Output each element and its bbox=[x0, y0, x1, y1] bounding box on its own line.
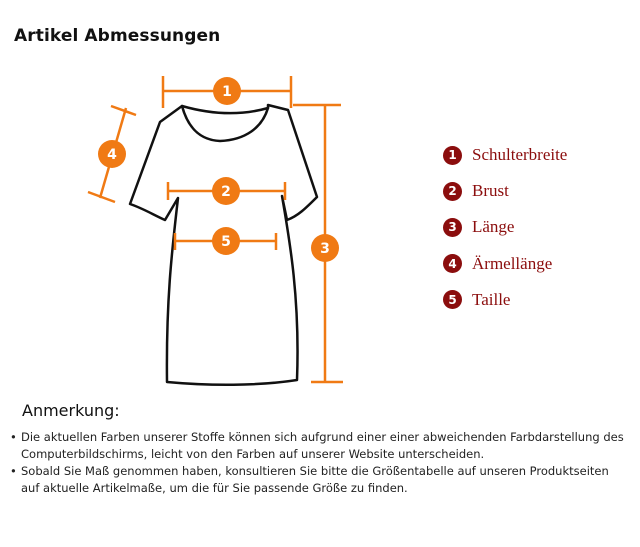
legend-number-badge: 4 bbox=[443, 254, 462, 274]
legend-item-schulterbreite: 1 Schulterbreite bbox=[443, 144, 567, 166]
measurement-legend: 1 Schulterbreite 2 Brust 3 Länge 4 Ärmel… bbox=[443, 144, 567, 325]
legend-number-badge: 5 bbox=[443, 290, 462, 310]
legend-label: Brust bbox=[472, 181, 509, 201]
legend-number-badge: 3 bbox=[443, 217, 462, 237]
svg-text:5: 5 bbox=[221, 234, 231, 250]
legend-item-taille: 5 Taille bbox=[443, 289, 567, 311]
legend-item-brust: 2 Brust bbox=[443, 180, 567, 202]
note-item: • Sobald Sie Maß genommen haben, konsult… bbox=[10, 463, 630, 496]
legend-item-aermellaenge: 4 Ärmellänge bbox=[443, 253, 567, 275]
legend-label: Taille bbox=[472, 289, 511, 309]
note-list: • Die aktuellen Farben unserer Stoffe kö… bbox=[10, 429, 630, 497]
legend-label: Länge bbox=[472, 217, 515, 237]
note-text: Die aktuellen Farben unserer Stoffe könn… bbox=[21, 430, 624, 461]
note-item: • Die aktuellen Farben unserer Stoffe kö… bbox=[10, 429, 630, 462]
bullet-icon: • bbox=[10, 464, 17, 478]
legend-number-badge: 1 bbox=[443, 145, 462, 165]
legend-number-badge: 2 bbox=[443, 181, 462, 201]
page-title: Artikel Abmessungen bbox=[14, 26, 221, 46]
svg-text:2: 2 bbox=[221, 184, 231, 200]
legend-label: Ärmellänge bbox=[472, 253, 553, 273]
svg-text:4: 4 bbox=[107, 147, 117, 163]
note-text: Sobald Sie Maß genommen haben, konsultie… bbox=[21, 464, 609, 495]
marker-3: 3 bbox=[311, 234, 339, 262]
legend-label: Schulterbreite bbox=[472, 145, 568, 164]
marker-2: 2 bbox=[212, 177, 240, 205]
dress-measurement-diagram: 1 2 3 4 5 bbox=[87, 76, 343, 387]
marker-1: 1 bbox=[213, 77, 241, 105]
marker-5: 5 bbox=[212, 227, 240, 255]
bullet-icon: • bbox=[10, 430, 17, 444]
svg-text:1: 1 bbox=[222, 84, 232, 100]
svg-text:3: 3 bbox=[320, 241, 330, 257]
marker-4: 4 bbox=[98, 140, 126, 168]
note-heading: Anmerkung: bbox=[22, 401, 120, 420]
legend-item-laenge: 3 Länge bbox=[443, 216, 567, 238]
dress-neckline bbox=[180, 104, 270, 143]
